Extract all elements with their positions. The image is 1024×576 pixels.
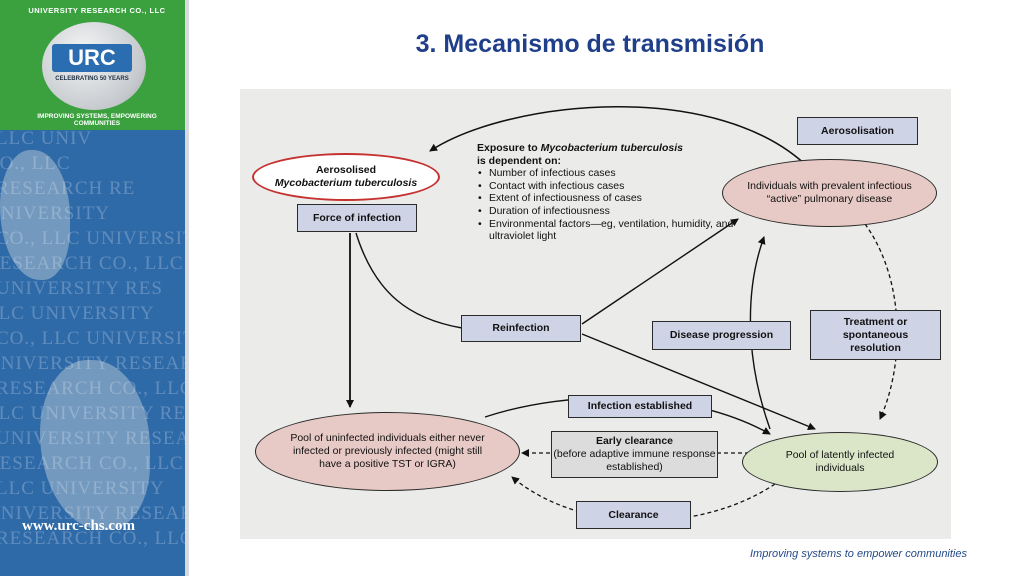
list-item: Number of infectious cases xyxy=(478,167,737,180)
node-aerosolised-line1: Aerosolised xyxy=(315,164,377,176)
logo-ring-bottom-text: IMPROVING SYSTEMS, EMPOWERING COMMUNITIE… xyxy=(37,113,157,127)
watermark-line: LLC UNIVERSITY xyxy=(0,303,155,324)
watermark-line: UNIVERSITY RESEARCH xyxy=(0,428,185,449)
watermark-line: RESEARCH CO., LLC xyxy=(0,528,185,549)
node-reinfection: Reinfection xyxy=(461,315,581,342)
node-clearance: Clearance xyxy=(576,501,691,529)
arrow-force-to-reinfection xyxy=(355,232,463,329)
node-early-clearance-line1: Early clearance xyxy=(595,435,674,447)
node-latent-pool: Pool of latently infected individuals xyxy=(742,432,938,492)
exposure-factors-text: Exposure to Mycobacterium tuberculosis i… xyxy=(477,142,737,243)
node-early-clearance: Early clearance (before adaptive immune … xyxy=(551,431,718,478)
logo-anniversary-text: CELEBRATING 50 YEARS xyxy=(55,76,129,82)
node-aerosolised-line2: Mycobacterium tuberculosis xyxy=(274,177,418,189)
node-uninfected-pool: Pool of uninfected individuals either ne… xyxy=(255,412,520,491)
list-item: Duration of infectiousness xyxy=(478,205,737,218)
list-item: Environmental factors—eg, ventilation, h… xyxy=(478,218,737,243)
watermark-line: CO., LLC UNIVERSITY xyxy=(0,228,185,249)
arrow-aerosolisation xyxy=(429,106,811,170)
watermark-line: LLC UNIVERSITY xyxy=(0,478,165,499)
watermark-line: CO., LLC UNIVERSITY xyxy=(0,328,185,349)
node-treatment-resolution: Treatment or spontaneous resolution xyxy=(810,310,941,360)
node-aerosolised-mtb: Aerosolised Mycobacterium tuberculosis xyxy=(252,153,440,201)
watermark-line: LLC UNIV xyxy=(0,128,93,149)
node-aerosolisation: Aerosolisation xyxy=(797,117,918,145)
exposure-factor-list: Number of infectious cases Contact with … xyxy=(477,167,737,243)
exposure-heading-pre: Exposure to xyxy=(477,142,541,154)
node-infection-established: Infection established xyxy=(568,395,712,418)
watermark-line: UNIVERSITY xyxy=(0,203,110,224)
node-prevalent-disease: Individuals with prevalent infectious “a… xyxy=(722,159,937,227)
exposure-heading-organism: Mycobacterium tuberculosis xyxy=(540,142,683,154)
exposure-heading: Exposure to Mycobacterium tuberculosis i… xyxy=(477,142,737,167)
watermark-line: UNIVERSITY RESEARCH xyxy=(0,503,185,524)
watermark-line: RESEARCH CO., LLC xyxy=(0,378,185,399)
website-link[interactable]: www.urc-chs.com xyxy=(22,518,136,534)
sidebar-divider xyxy=(185,0,189,576)
urc-logo: URC xyxy=(52,44,132,72)
watermark-line: RESEARCH CO., LLC xyxy=(0,453,184,474)
slide-tagline: Improving systems to empower communities xyxy=(749,548,967,560)
watermark-line: UNIVERSITY RES xyxy=(0,278,163,299)
arrow-reinfection-to-latent xyxy=(581,333,816,431)
node-force-of-infection: Force of infection xyxy=(297,204,417,232)
logo-ring-top-text: UNIVERSITY RESEARCH CO., LLC xyxy=(28,6,166,15)
map-landmass xyxy=(0,150,70,280)
watermark-line: CO., LLC xyxy=(0,153,71,174)
list-item: Extent of infectiousness of cases xyxy=(478,192,737,205)
watermark-line: RESEARCH RE xyxy=(0,178,136,199)
watermark-line: UNIVERSITY RESEARCH xyxy=(0,353,185,374)
node-disease-progression: Disease progression xyxy=(652,321,791,350)
list-item: Contact with infectious cases xyxy=(478,180,737,193)
watermark-line: RESEARCH CO., LLC xyxy=(0,253,184,274)
watermark-line: LLC UNIVERSITY RES xyxy=(0,403,185,424)
map-landmass xyxy=(40,360,150,530)
logo-area: UNIVERSITY RESEARCH CO., LLC URC CELEBRA… xyxy=(0,0,185,130)
slide-title: 3. Mecanismo de transmisión xyxy=(415,30,765,58)
branding-sidebar: LLC UNIV CO., LLC RESEARCH RE UNIVERSITY CO.… xyxy=(0,0,185,576)
exposure-heading-post: is dependent on: xyxy=(477,154,561,167)
node-early-clearance-line2: (before adaptive immune response establi… xyxy=(553,448,716,473)
